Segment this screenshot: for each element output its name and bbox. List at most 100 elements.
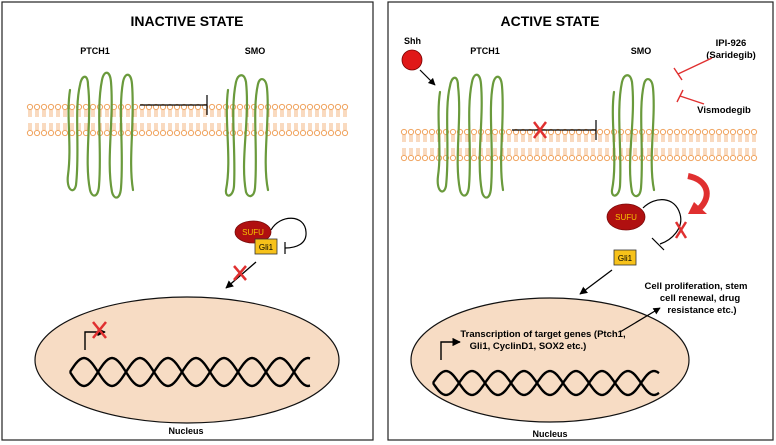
lipid-head <box>575 154 583 162</box>
inactive-panel: INACTIVE STATE PTCH1 SMO SUFU Gli1 <box>1 1 374 441</box>
lipid-head <box>449 128 457 136</box>
lipid-head <box>54 103 62 111</box>
dna-strand <box>68 356 311 388</box>
transcription-to-outcome-arrow <box>619 307 661 333</box>
transcription-line1: Transcription of target genes (Ptch1, <box>460 329 625 340</box>
lipid-head <box>715 128 723 136</box>
lipid-head <box>652 154 660 162</box>
smo-activation-arrow <box>687 173 710 211</box>
lipid-head <box>257 129 265 137</box>
active-smo-protein <box>610 74 656 198</box>
lipid-head <box>526 154 534 162</box>
lipid-head <box>533 154 541 162</box>
lipid-head <box>320 129 328 137</box>
lipid-head <box>89 129 97 137</box>
lipid-head <box>271 129 279 137</box>
outcome-line3: resistance etc.) <box>667 305 736 316</box>
lipid-head <box>701 128 709 136</box>
lipid-head <box>554 154 562 162</box>
lipid-head <box>285 103 293 111</box>
lipid-head <box>470 128 478 136</box>
lipid-head <box>505 128 513 136</box>
lipid-head <box>103 103 111 111</box>
inactive-gli1-label: Gli1 <box>259 243 274 252</box>
lipid-head <box>666 154 674 162</box>
transcription-line2: Gli1, CyclinD1, SOX2 etc.) <box>470 341 587 352</box>
active-nucleus-label: Nucleus <box>532 429 567 439</box>
lipid-head <box>201 129 209 137</box>
lipid-head <box>54 129 62 137</box>
inactive-smo-protein <box>224 74 270 198</box>
lipid-head <box>631 128 639 136</box>
lipid-head <box>208 129 216 137</box>
lipid-head <box>680 128 688 136</box>
active-inhibit-block-x <box>533 121 547 139</box>
lipid-head <box>428 154 436 162</box>
lipid-head <box>603 154 611 162</box>
lipid-head <box>89 103 97 111</box>
shh-ligand <box>401 49 423 71</box>
lipid-head <box>729 128 737 136</box>
lipid-head <box>708 128 716 136</box>
lipid-head <box>491 128 499 136</box>
lipid-head <box>124 129 132 137</box>
lipid-head <box>40 129 48 137</box>
lipid-head <box>519 154 527 162</box>
lipid-head <box>484 128 492 136</box>
shh-to-ptch1-arrow <box>419 69 436 86</box>
lipid-head <box>334 129 342 137</box>
active-sufu-block-x <box>674 221 688 239</box>
active-title: ACTIVE STATE <box>500 13 599 29</box>
lipid-head <box>180 129 188 137</box>
lipid-head <box>701 154 709 162</box>
active-ptch1-label: PTCH1 <box>470 46 500 56</box>
dna-strand <box>68 356 311 388</box>
lipid-head <box>470 154 478 162</box>
lipid-head <box>341 129 349 137</box>
inactive-sufu <box>234 220 272 244</box>
lipid-head <box>26 129 34 137</box>
lipid-head <box>82 103 90 111</box>
lipid-head <box>26 103 34 111</box>
lipid-head <box>208 103 216 111</box>
lipid-head <box>561 154 569 162</box>
lipid-head <box>215 103 223 111</box>
active-gli1-label: Gli1 <box>618 254 633 263</box>
lipid-head <box>687 128 695 136</box>
lipid-head <box>173 129 181 137</box>
active-sufu <box>606 203 646 231</box>
lipid-head <box>687 154 695 162</box>
lipid-head <box>596 128 604 136</box>
lipid-head <box>400 154 408 162</box>
lipid-head <box>257 103 265 111</box>
inactive-block-x <box>233 265 247 281</box>
lipid-head <box>61 103 69 111</box>
lipid-head <box>292 103 300 111</box>
active-sufu-label: SUFU <box>615 213 637 222</box>
lipid-head <box>722 128 730 136</box>
lipid-head <box>187 129 195 137</box>
lipid-head <box>271 103 279 111</box>
lipid-head <box>750 128 758 136</box>
lipid-head <box>428 128 436 136</box>
inactive-transcription-block-x <box>92 321 107 339</box>
lipid-head <box>729 154 737 162</box>
lipid-head <box>236 129 244 137</box>
active-tss-arrow <box>440 337 461 360</box>
lipid-head <box>736 154 744 162</box>
lipid-head <box>505 154 513 162</box>
lipid-head <box>407 154 415 162</box>
vismodegib-inhibit-line <box>679 95 705 105</box>
lipid-head <box>194 129 202 137</box>
lipid-head <box>715 154 723 162</box>
lipid-head <box>659 128 667 136</box>
lipid-head <box>631 154 639 162</box>
lipid-head <box>645 128 653 136</box>
lipid-head <box>722 154 730 162</box>
active-gli1 <box>613 249 637 266</box>
shh-label: Shh <box>404 36 421 46</box>
lipid-head <box>673 128 681 136</box>
active-membrane <box>400 128 758 162</box>
drug-ipi926: IPI-926 <box>716 38 747 49</box>
lipid-head <box>40 103 48 111</box>
